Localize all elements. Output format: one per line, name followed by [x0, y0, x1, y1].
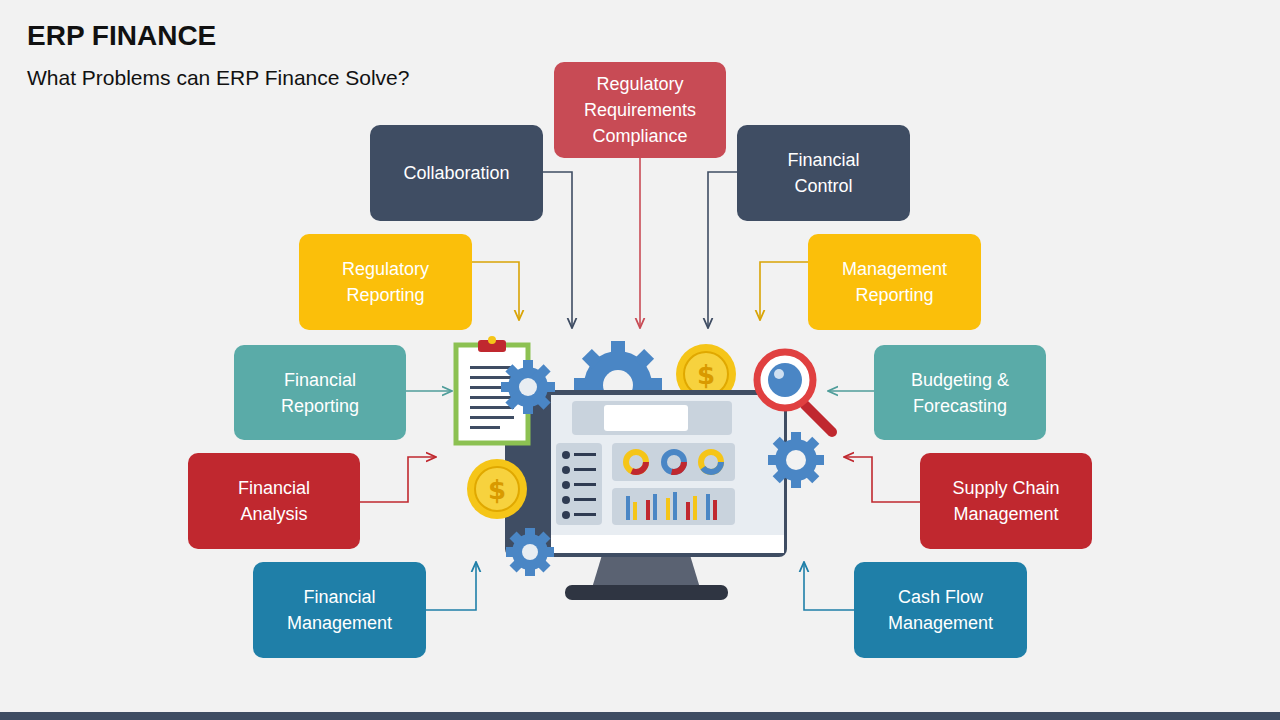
problem-box: Supply Chain Management — [920, 453, 1092, 549]
problem-box: Financial Analysis — [188, 453, 360, 549]
box-label: Regulatory Requirements Compliance — [574, 71, 706, 149]
subtitle: What Problems can ERP Finance Solve? — [27, 66, 409, 90]
problem-box: Regulatory Requirements Compliance — [554, 62, 726, 158]
box-label: Collaboration — [391, 160, 523, 186]
box-label: Financial Reporting — [254, 367, 386, 419]
problem-box: Financial Management — [253, 562, 426, 658]
slide-title: ERP FINANCE — [27, 20, 216, 52]
box-label: Cash Flow Management — [875, 584, 1007, 636]
problem-box: Collaboration — [370, 125, 543, 221]
problem-box: Budgeting & Forecasting — [874, 345, 1046, 440]
box-label: Supply Chain Management — [940, 475, 1072, 527]
problem-box: Cash Flow Management — [854, 562, 1027, 658]
box-label: Financial Management — [274, 584, 406, 636]
box-label: Financial Analysis — [208, 475, 340, 527]
svg-text:$: $ — [697, 360, 715, 390]
box-label: Management Reporting — [829, 256, 961, 308]
svg-text:$: $ — [488, 475, 506, 505]
box-label: Regulatory Reporting — [320, 256, 452, 308]
problem-box: Financial Control — [737, 125, 910, 221]
problem-box: Regulatory Reporting — [299, 234, 472, 330]
box-label: Financial Control — [758, 147, 890, 199]
problem-box: Management Reporting — [808, 234, 981, 330]
box-label: Budgeting & Forecasting — [894, 367, 1026, 419]
problem-box: Financial Reporting — [234, 345, 406, 440]
